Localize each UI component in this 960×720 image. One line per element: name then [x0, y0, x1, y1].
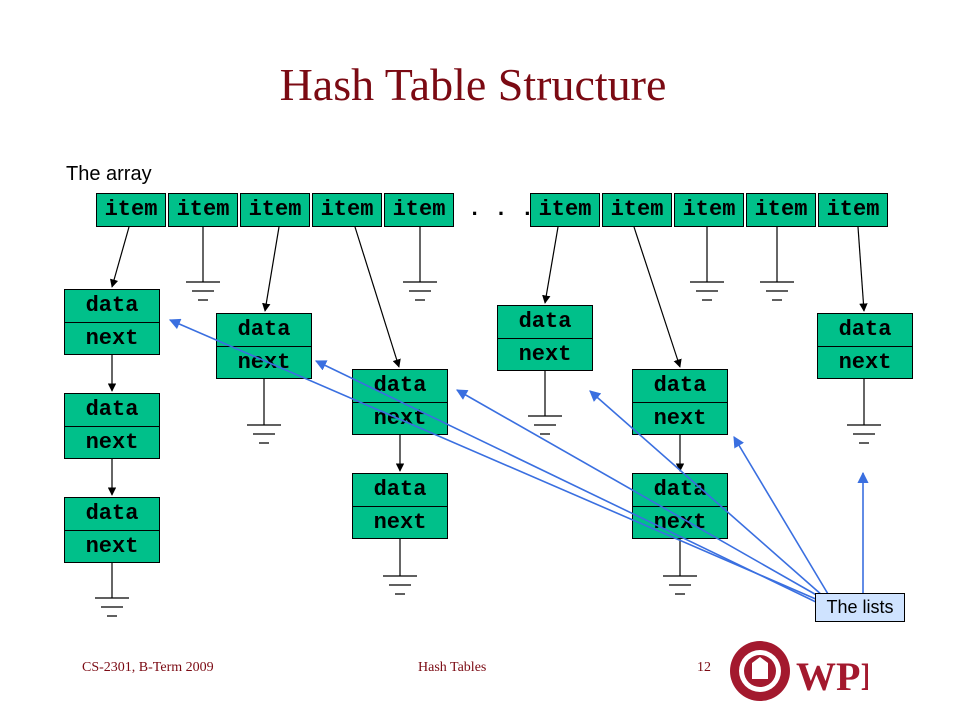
- node-next-field: next: [85, 326, 139, 351]
- pointer-arrow: [633, 226, 682, 368]
- array-cell: item: [818, 193, 888, 227]
- pointer-arrow: [110, 226, 130, 288]
- list-node: data next: [352, 473, 448, 539]
- slide-title: Hash Table Structure: [279, 59, 667, 110]
- node-data-field: data: [65, 394, 159, 427]
- node-next-field: next: [373, 510, 427, 535]
- footer-page-number: 12: [697, 660, 711, 675]
- list-callout-arrow: [456, 389, 821, 598]
- footer-course: CS-2301, B-Term 2009: [82, 660, 214, 675]
- list-callout-arrow: [589, 390, 824, 597]
- list-node: data next: [497, 305, 593, 371]
- array-cell: item: [530, 193, 600, 227]
- list-node: data next: [632, 369, 728, 435]
- lists-callout-label: The lists: [815, 593, 905, 622]
- pointer-arrow: [857, 226, 868, 312]
- node-next-field: next: [85, 534, 139, 559]
- array-cell: item: [96, 193, 166, 227]
- node-data-field: data: [818, 314, 912, 347]
- list-node: data next: [817, 313, 913, 379]
- array-ellipsis: . . .: [468, 197, 535, 222]
- node-next-field: next: [237, 350, 291, 375]
- node-next-field: next: [653, 406, 707, 431]
- node-next-field: next: [653, 510, 707, 535]
- list-callout-arrow: [733, 436, 829, 595]
- array-cell: item: [674, 193, 744, 227]
- node-data-field: data: [65, 498, 159, 531]
- array-cell: item: [312, 193, 382, 227]
- pointer-arrow: [354, 226, 401, 368]
- node-next-field: next: [85, 430, 139, 455]
- array-cell: item: [746, 193, 816, 227]
- array-cell: item: [602, 193, 672, 227]
- node-data-field: data: [353, 474, 447, 507]
- node-data-field: data: [65, 290, 159, 323]
- node-data-field: data: [498, 306, 592, 339]
- list-node: data next: [64, 393, 160, 459]
- logo-text: WPI: [796, 654, 868, 699]
- node-next-field: next: [518, 342, 572, 367]
- pointer-arrow: [542, 226, 559, 304]
- node-data-field: data: [633, 370, 727, 403]
- wpi-logo: WPI: [730, 641, 868, 701]
- node-data-field: data: [217, 314, 311, 347]
- pointer-arrow: [262, 226, 280, 312]
- footer-topic: Hash Tables: [418, 660, 487, 675]
- node-next-field: next: [838, 350, 892, 375]
- array-cell: item: [168, 193, 238, 227]
- list-node: data next: [64, 289, 160, 355]
- null-ground-icon: [95, 281, 881, 617]
- array-cell: item: [240, 193, 310, 227]
- array-cell: item: [384, 193, 454, 227]
- list-node: data next: [64, 497, 160, 563]
- list-callout-arrow: [168, 318, 819, 601]
- array-label: The array: [66, 163, 152, 185]
- list-node: data next: [632, 473, 728, 539]
- list-callout-arrow: [314, 360, 819, 604]
- node-data-field: data: [633, 474, 727, 507]
